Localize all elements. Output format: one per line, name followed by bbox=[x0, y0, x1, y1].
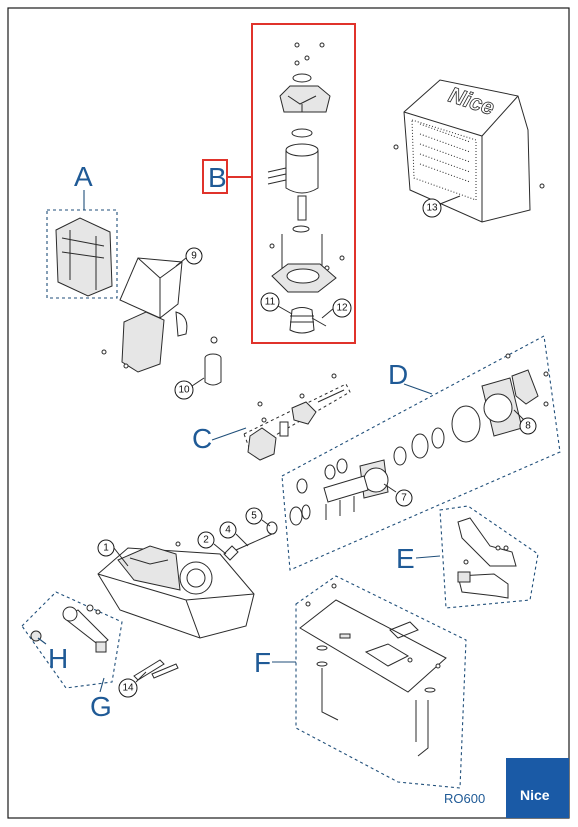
svg-text:2: 2 bbox=[203, 535, 209, 546]
group-d-leader bbox=[403, 383, 433, 395]
group-label-b: B bbox=[208, 162, 227, 193]
svg-text:7: 7 bbox=[401, 493, 407, 504]
release-lever bbox=[457, 517, 517, 599]
svg-text:1: 1 bbox=[103, 543, 109, 554]
group-e-boundary bbox=[439, 505, 539, 609]
group-c-leader bbox=[211, 427, 247, 441]
fixing-bolts bbox=[133, 659, 179, 681]
svg-text:4: 4 bbox=[225, 525, 231, 536]
callout-1: 1 bbox=[97, 539, 129, 567]
limit-switch-assembly bbox=[243, 373, 351, 461]
group-label-h: H bbox=[48, 643, 68, 674]
control-board bbox=[55, 217, 113, 297]
callout-14: 14 bbox=[118, 671, 147, 698]
group-label-c: C bbox=[192, 423, 212, 454]
callout-7: 7 bbox=[383, 483, 413, 507]
group-label-g: G bbox=[90, 691, 112, 722]
diagram-frame bbox=[7, 7, 570, 819]
svg-text:5: 5 bbox=[251, 511, 257, 522]
svg-text:13: 13 bbox=[426, 203, 438, 214]
motor-cover: Nice bbox=[393, 79, 545, 223]
callout-13: 13 bbox=[422, 195, 461, 218]
group-label-e: E bbox=[396, 543, 415, 574]
svg-text:8: 8 bbox=[525, 421, 531, 432]
release-crank bbox=[30, 604, 109, 653]
group-d-boundary bbox=[281, 335, 561, 571]
callout-10: 10 bbox=[174, 377, 205, 400]
svg-text:12: 12 bbox=[336, 303, 348, 314]
group-h-leader bbox=[37, 637, 47, 645]
foundation-plate bbox=[299, 583, 447, 757]
group-label-d: D bbox=[388, 359, 408, 390]
brand-logo-text: Nice bbox=[520, 787, 550, 803]
capacitor bbox=[204, 336, 222, 386]
callout-11: 11 bbox=[260, 292, 293, 315]
callout-2: 2 bbox=[197, 531, 227, 555]
gearbox-housing bbox=[97, 541, 255, 639]
callout-12: 12 bbox=[321, 298, 352, 319]
brand-box bbox=[506, 758, 569, 818]
callout-4: 4 bbox=[219, 521, 249, 547]
svg-text:10: 10 bbox=[178, 385, 190, 396]
gearbox-internals bbox=[289, 353, 549, 526]
svg-text:11: 11 bbox=[265, 297, 276, 308]
svg-text:9: 9 bbox=[191, 251, 197, 262]
group-g-boundary bbox=[21, 591, 123, 689]
group-b-highlight-frame bbox=[251, 23, 356, 344]
group-e-leader bbox=[415, 555, 441, 559]
group-f-boundary bbox=[295, 575, 467, 789]
callout-5: 5 bbox=[245, 507, 271, 527]
svg-text:14: 14 bbox=[122, 683, 134, 694]
motor-assembly bbox=[267, 42, 345, 334]
callout-8: 8 bbox=[513, 409, 537, 435]
mounting-bracket bbox=[101, 257, 188, 373]
group-a-boundary bbox=[46, 209, 118, 299]
group-g-leader bbox=[99, 677, 105, 693]
group-label-f: F bbox=[254, 647, 271, 678]
callout-9: 9 bbox=[175, 247, 203, 267]
model-code: RO600 bbox=[444, 791, 485, 806]
group-label-a: A bbox=[74, 161, 93, 192]
